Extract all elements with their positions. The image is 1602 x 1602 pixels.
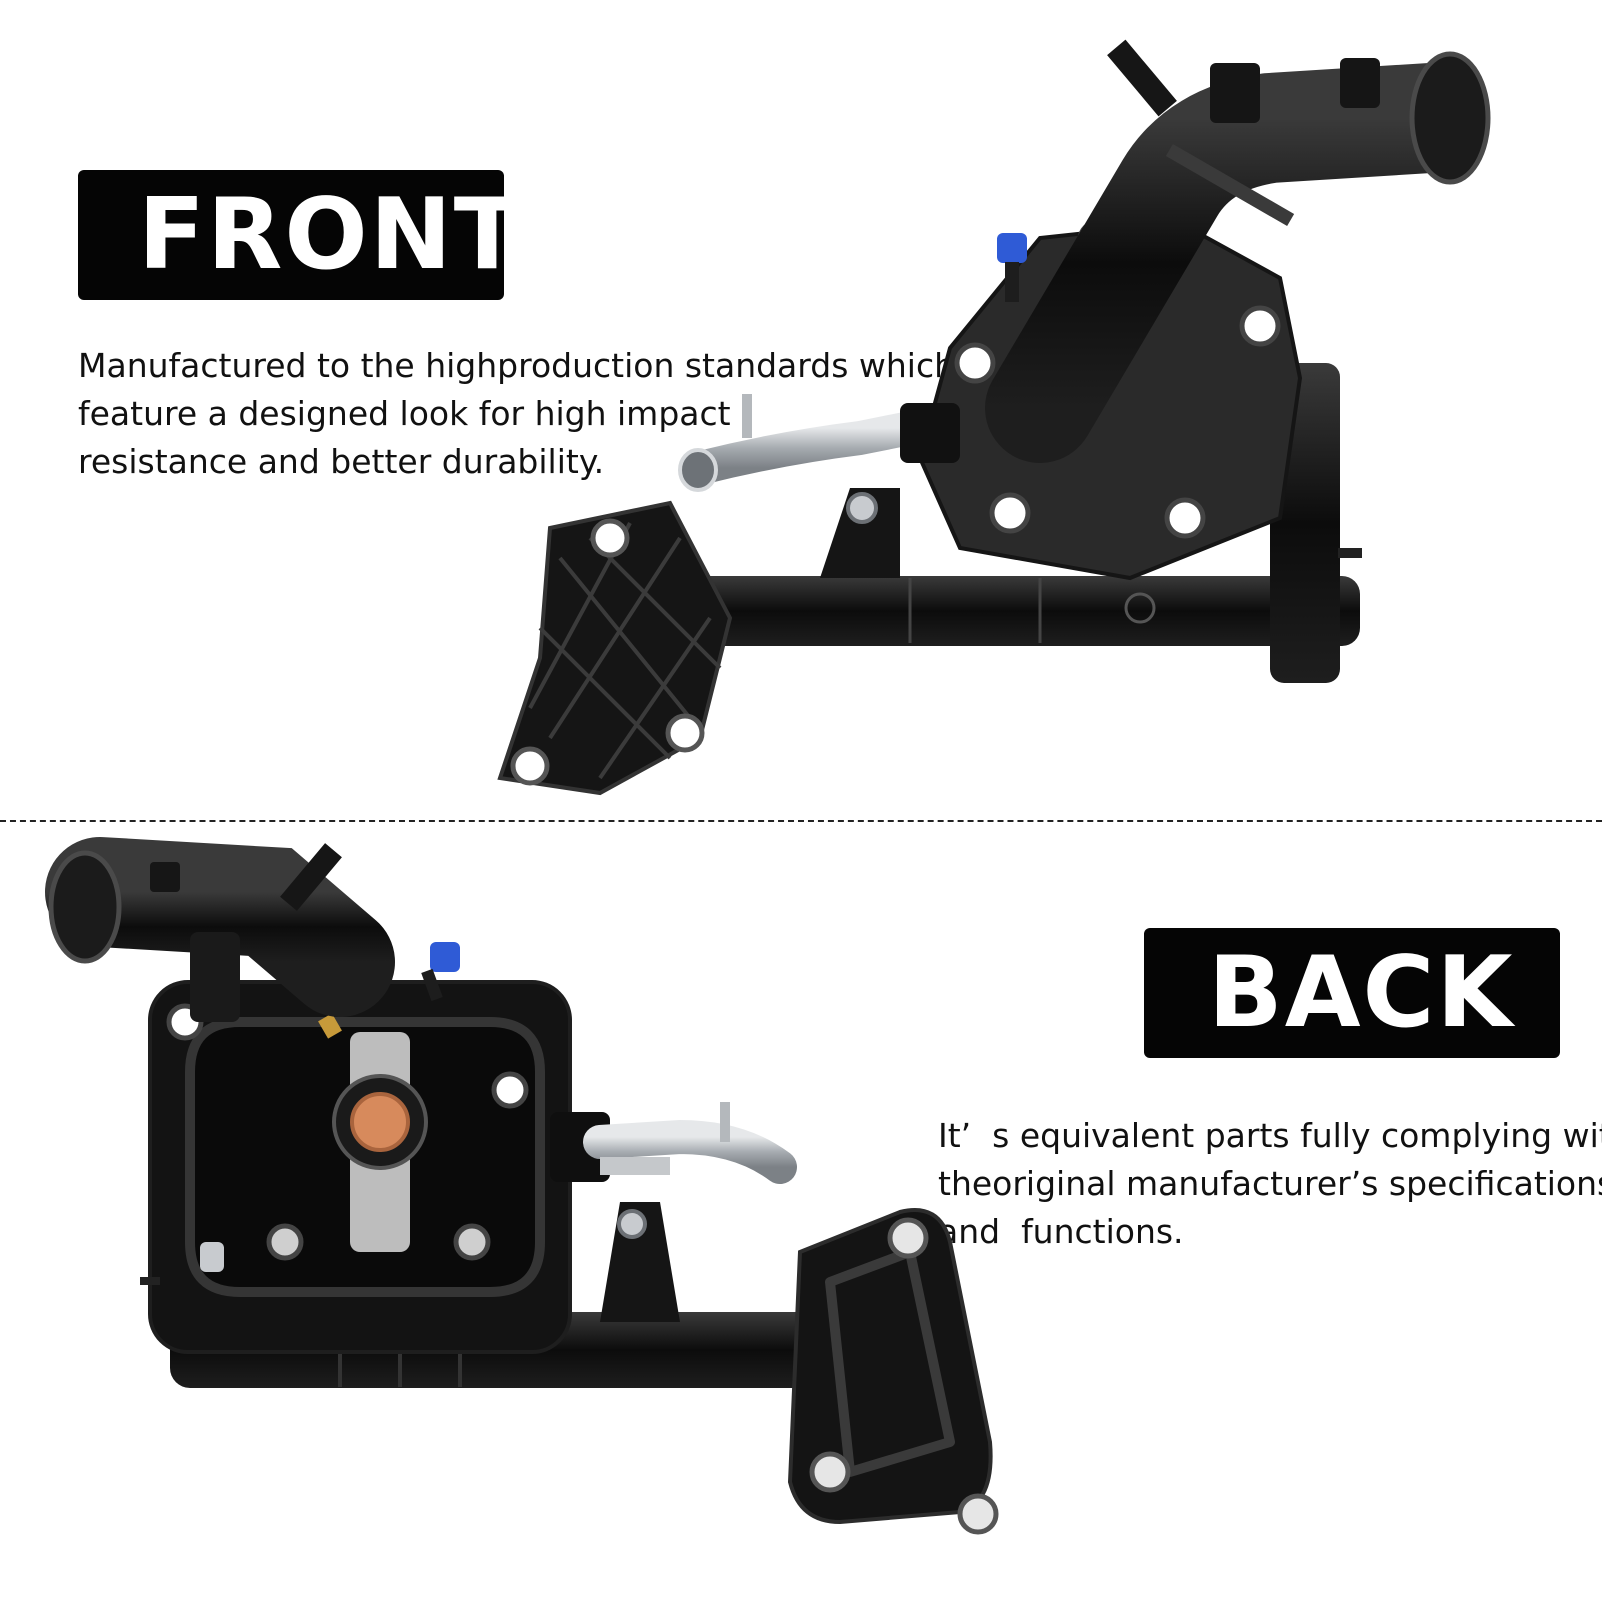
bracket	[820, 488, 900, 578]
back-description-line: and functions.	[938, 1212, 1184, 1251]
sensor-connector	[190, 932, 240, 1022]
main-tube	[680, 576, 1360, 646]
back-description: It’ s equivalent parts fully complying w…	[938, 1112, 1602, 1256]
metal-tube	[683, 411, 927, 485]
sensor-nipple	[280, 843, 342, 911]
back-panel: BACK It’ s equivalent parts fully comply…	[0, 822, 1602, 1602]
section-divider	[0, 820, 1602, 822]
back-label: BACK	[1144, 928, 1560, 1058]
thermostat-housing-back-image	[45, 837, 999, 1535]
bolt	[846, 492, 878, 524]
bleeder-cap	[997, 233, 1027, 263]
bolt	[617, 1209, 647, 1239]
sensor-connector	[1210, 63, 1260, 123]
front-description: Manufactured to the highproduction stand…	[78, 342, 955, 486]
front-label: FRONT	[78, 170, 521, 300]
metal-tube	[583, 1119, 797, 1184]
front-description-line: feature a designed look for high impact	[78, 394, 731, 433]
sensor-nipple	[1107, 39, 1177, 117]
tube-fitting	[900, 403, 960, 463]
pipe-outlet	[1409, 51, 1491, 185]
pipe-outlet	[48, 850, 122, 964]
bleeder-cap	[430, 942, 460, 972]
back-description-line: It’ s equivalent parts fully complying w…	[938, 1116, 1602, 1155]
front-description-line: resistance and better durability.	[78, 442, 605, 481]
thermostat-housing-front-image	[497, 39, 1491, 796]
front-label-text: FRONT	[138, 178, 523, 292]
front-panel: FRONT Manufactured to the highproduction…	[78, 39, 1491, 796]
copper-seal	[350, 1092, 410, 1152]
elbow-pipe	[45, 837, 395, 1017]
elbow-pipe	[985, 63, 1485, 463]
back-label-text: BACK	[1208, 936, 1515, 1050]
back-description-line: theoriginal manufacturer’s specification…	[938, 1164, 1602, 1203]
